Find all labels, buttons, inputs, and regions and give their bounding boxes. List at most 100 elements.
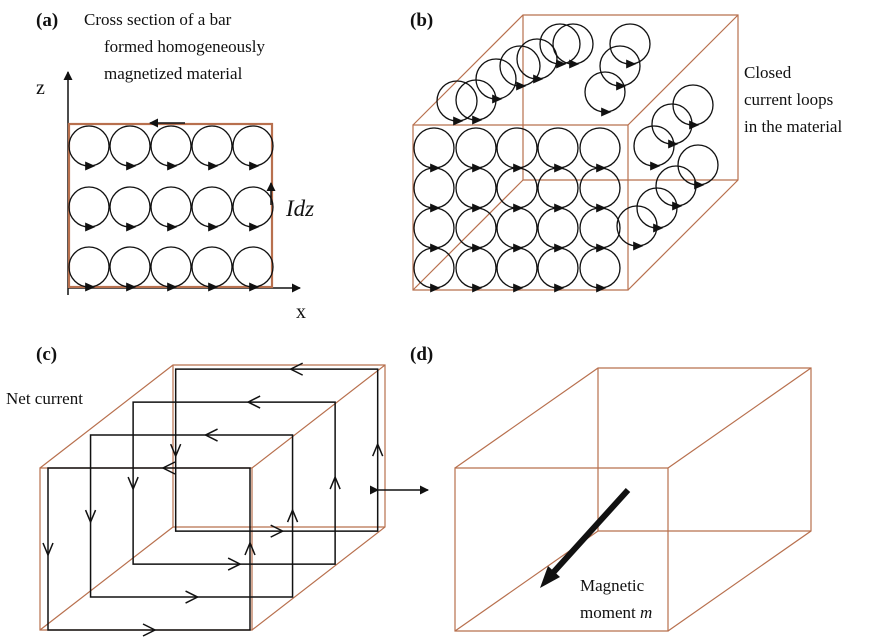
loop-circle (537, 167, 579, 209)
front-current-loop (537, 127, 579, 173)
loop-circle (599, 45, 641, 87)
panel-a-caption-line-2: formed homogeneously (104, 37, 265, 56)
side-current-loop (677, 144, 719, 190)
current-loop (232, 186, 274, 232)
loop-arrow-tip (167, 222, 178, 232)
loop-circle (579, 127, 621, 169)
net-current-loop (174, 368, 379, 532)
block-b-hidden-edges (522, 15, 738, 181)
chevron-right (270, 524, 285, 538)
loop-circle (455, 127, 497, 169)
loop-circle (109, 125, 151, 167)
loop-arrow-tip (208, 222, 219, 232)
loop-circle (436, 80, 478, 122)
front-current-loop (413, 127, 455, 173)
current-loop (232, 125, 274, 171)
current-element-label: Idz (285, 196, 314, 221)
loop-circle (455, 167, 497, 209)
loop-circle (191, 246, 233, 288)
loop-arrow-tip (626, 59, 637, 69)
loop-circle (552, 23, 594, 65)
loop-arrow-tip (694, 180, 705, 190)
loop-circle (191, 125, 233, 167)
top-face-loops (436, 23, 651, 126)
loop-arrow-tip (126, 161, 137, 171)
current-loop (150, 125, 192, 171)
chevron-up (244, 541, 256, 556)
front-current-loop (455, 247, 497, 293)
chevron-left (203, 428, 218, 442)
panel-a-caption-line-3: magnetized material (104, 64, 243, 83)
chevron-down (127, 476, 139, 492)
loop-arrow-tip (126, 222, 137, 232)
panel-b-label: (b) (410, 10, 433, 31)
current-loop (109, 125, 151, 171)
top-current-loop (499, 45, 541, 91)
moment-label-line-2: moment m (580, 603, 652, 622)
top-current-loop (436, 80, 478, 126)
loop-arrow-tip (533, 74, 544, 84)
current-loop (68, 125, 110, 171)
panel-b-caption-line-3: in the material (744, 117, 842, 136)
front-current-loop (413, 247, 455, 293)
loop-circle (475, 58, 517, 100)
loop-arrow-tip (556, 59, 567, 69)
top-current-loop (599, 45, 641, 91)
loop-arrow-tip (569, 59, 580, 69)
side-current-loop (672, 84, 714, 130)
current-loop (232, 246, 274, 292)
moment-label-line-1: Magnetic (580, 576, 645, 595)
z-axis-label: z (36, 77, 45, 99)
front-face-loops (413, 127, 621, 293)
loop-circle (584, 71, 626, 113)
loop-arrow-tip (516, 81, 527, 91)
x-axis-label: x (296, 301, 306, 323)
front-current-loop (496, 167, 538, 213)
loop-arrow-tip (492, 94, 503, 104)
front-current-loop (455, 167, 497, 213)
current-loop (109, 246, 151, 292)
block-b-hidden-depth-edge (412, 179, 524, 291)
panel-a: (a) Cross section of a bar formed homoge… (36, 10, 314, 323)
loop-circle (413, 207, 455, 249)
loop-circle (232, 125, 274, 167)
chevron-down (169, 443, 182, 459)
loop-arrow-tip (167, 161, 178, 171)
front-current-loop (413, 167, 455, 213)
loop-circle (232, 246, 274, 288)
block-c-edge (251, 364, 386, 469)
net-current-loops (42, 362, 384, 637)
panel-b-caption-line-1: Closed (744, 63, 792, 82)
loop-arrow-tip (85, 282, 96, 292)
loop-circle (496, 167, 538, 209)
top-current-loop (609, 23, 651, 69)
loop-circle (109, 246, 151, 288)
top-current-loop (539, 23, 581, 69)
block-d-hidden-edges (597, 368, 811, 532)
loop-circle (413, 247, 455, 289)
magnetic-moment-arrow (548, 487, 631, 578)
loop-circle (68, 186, 110, 228)
front-current-loop (496, 207, 538, 253)
net-current-label: Net current (6, 389, 83, 408)
loop-arrow-tip (167, 282, 178, 292)
loop-arrow-tip (601, 107, 612, 117)
loop-circle (496, 247, 538, 289)
panel-c: (c) Net current (6, 344, 386, 637)
chevron-left (161, 461, 176, 475)
loop-circle (496, 207, 538, 249)
loop-arrow-tip (249, 161, 260, 171)
side-current-loop (616, 205, 658, 251)
magnetic-moment-arrowhead (540, 566, 560, 588)
loop-circle (150, 246, 192, 288)
front-current-loop (496, 127, 538, 173)
front-current-loop (496, 247, 538, 293)
current-loop (191, 186, 233, 232)
net-current-loop (89, 434, 294, 598)
loop-arrow-tip (650, 161, 661, 171)
block-d-edge (667, 367, 812, 469)
front-current-loop (537, 207, 579, 253)
loop-circle (455, 207, 497, 249)
